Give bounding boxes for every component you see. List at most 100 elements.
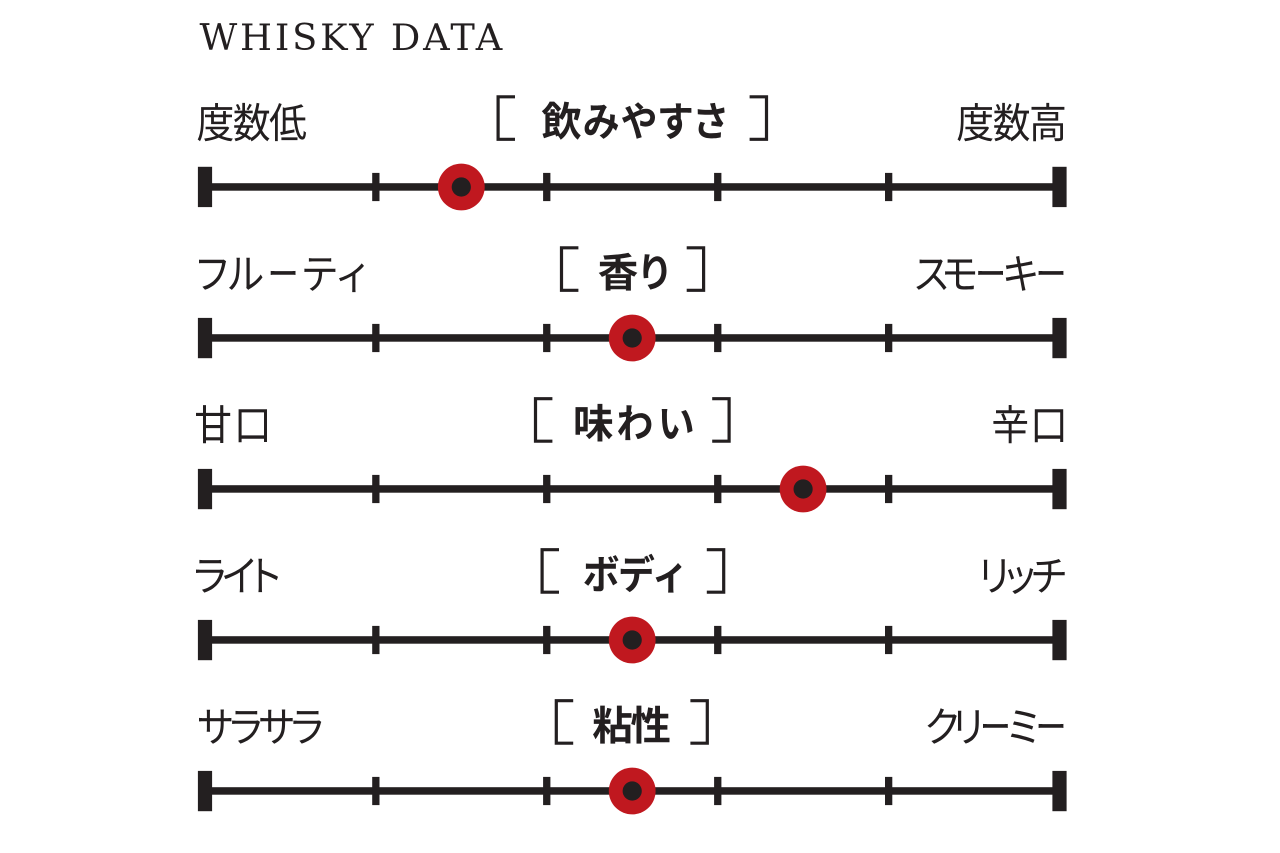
scale-row-ink-layer bbox=[196, 397, 1067, 513]
open-bracket-path bbox=[496, 95, 515, 141]
scale-tick bbox=[714, 172, 722, 202]
scale-right-label-glyphs bbox=[983, 559, 1065, 594]
scale-title: 香り bbox=[0, 0, 1, 1]
scale-marker bbox=[437, 163, 485, 211]
scale-tick bbox=[543, 776, 551, 806]
scale-line bbox=[205, 485, 1060, 493]
marker-outer-dot bbox=[608, 616, 656, 664]
scale-track bbox=[197, 317, 1067, 359]
scale-tick bbox=[372, 172, 380, 202]
open-bracket-icon bbox=[540, 548, 559, 594]
scale-right-label-glyphs bbox=[927, 708, 1064, 744]
scale-track bbox=[197, 770, 1067, 812]
scale-line bbox=[205, 334, 1060, 342]
close-bracket-icon bbox=[690, 699, 709, 745]
scale-left-cap bbox=[197, 317, 213, 359]
page-title: WHISKY DATA bbox=[199, 16, 506, 60]
title-text-path bbox=[598, 252, 667, 291]
scale-tick bbox=[372, 625, 380, 655]
left-label-text-path bbox=[196, 405, 267, 444]
marker-inner-dot bbox=[622, 781, 642, 801]
scale-right-label: クリーミー bbox=[0, 0, 1, 1]
title-text-path bbox=[593, 705, 670, 744]
scale-tick bbox=[372, 474, 380, 504]
scale-title-glyphs bbox=[541, 101, 725, 140]
scale-tick bbox=[543, 474, 551, 504]
scale-tick bbox=[372, 323, 380, 353]
marker-outer-dot bbox=[608, 767, 656, 815]
scale-title-glyphs bbox=[575, 403, 693, 442]
marker-inner-dot bbox=[622, 630, 642, 650]
scale-value: 3.5 bbox=[0, 0, 1, 1]
left-label-text-path bbox=[197, 102, 306, 142]
scale-tick bbox=[714, 323, 722, 353]
scale-right-label: スモーキー bbox=[0, 0, 1, 1]
scale-left-label-glyphs bbox=[196, 558, 278, 593]
open-bracket-path bbox=[533, 397, 553, 443]
scale-tick bbox=[543, 625, 551, 655]
scale-line bbox=[205, 787, 1060, 795]
scale-left-cap bbox=[197, 619, 213, 661]
scale-left-cap bbox=[197, 770, 213, 812]
scale-left-label: ライト bbox=[0, 0, 1, 1]
open-bracket-icon bbox=[496, 95, 515, 141]
right-label-text-path bbox=[993, 405, 1064, 444]
scale-left-label-glyphs bbox=[197, 102, 306, 142]
marker-outer-dot bbox=[779, 465, 827, 513]
open-bracket-icon bbox=[533, 397, 553, 443]
title-text-path bbox=[584, 553, 682, 593]
scale-line bbox=[205, 636, 1060, 644]
scale-title: ボディ bbox=[0, 0, 1, 1]
open-bracket-path bbox=[554, 699, 574, 745]
right-label-text-path bbox=[927, 708, 1064, 744]
scale-tick bbox=[714, 474, 722, 504]
close-bracket-path bbox=[749, 95, 769, 141]
scale-marker bbox=[608, 314, 656, 362]
marker-inner-dot bbox=[793, 479, 813, 499]
scale-left-label: 度数低 bbox=[0, 0, 1, 1]
close-bracket-path bbox=[712, 397, 731, 443]
scale-track bbox=[197, 468, 1067, 510]
title-text-path bbox=[541, 101, 725, 140]
close-bracket-icon bbox=[749, 95, 769, 141]
scale-left-cap bbox=[197, 166, 213, 208]
scale-right-cap bbox=[1052, 619, 1067, 661]
scale-right-cap bbox=[1052, 317, 1067, 359]
scale-right-cap bbox=[1052, 770, 1067, 812]
scale-title-glyphs bbox=[598, 252, 667, 291]
scale-left-label-glyphs bbox=[196, 405, 267, 444]
scale-left-label: サラサラ bbox=[0, 0, 1, 1]
open-bracket-icon bbox=[559, 246, 579, 292]
marker-inner-dot bbox=[451, 177, 471, 197]
close-bracket-icon bbox=[706, 548, 726, 594]
close-bracket-path bbox=[690, 699, 709, 745]
scale-title: 粘性 bbox=[0, 0, 1, 1]
scale-title-glyphs bbox=[584, 553, 682, 593]
open-bracket-path bbox=[559, 246, 579, 292]
right-label-text-path bbox=[983, 559, 1065, 594]
scale-track bbox=[197, 166, 1067, 208]
scale-right-label: 度数高 bbox=[0, 0, 1, 1]
scale-tick bbox=[885, 172, 893, 202]
scale-left-label: 甘口 bbox=[0, 0, 1, 1]
scale-tick bbox=[885, 625, 893, 655]
right-label-text-path bbox=[957, 102, 1065, 142]
scale-value: 2.5 bbox=[0, 0, 1, 1]
scale-right-cap bbox=[1052, 166, 1067, 208]
scale-title: 味わい bbox=[0, 0, 1, 1]
open-bracket-icon bbox=[554, 699, 574, 745]
scale-right-label: 辛口 bbox=[0, 0, 1, 1]
close-bracket-icon bbox=[712, 397, 731, 443]
scale-row-ink-layer bbox=[197, 699, 1067, 815]
scale-row-ink-layer bbox=[196, 548, 1067, 664]
scale-right-label: リッチ bbox=[0, 0, 1, 1]
scale-tick bbox=[543, 172, 551, 202]
